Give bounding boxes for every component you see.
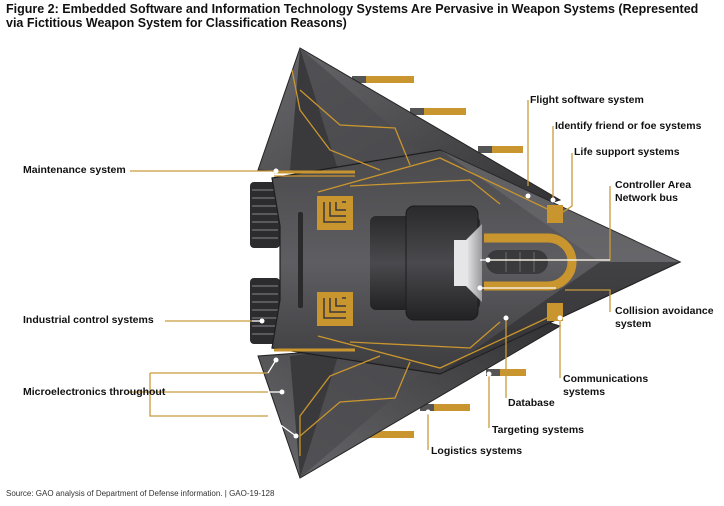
label-microelectronics: Microelectronics throughout <box>23 386 166 398</box>
leader-dots <box>259 168 563 439</box>
iff-module <box>547 205 563 223</box>
rear-exhausts <box>250 182 280 344</box>
label-flight-software: Flight software system <box>530 94 644 106</box>
gold-u-tube <box>484 233 577 291</box>
chip-lower <box>317 292 353 326</box>
body-slot <box>298 212 303 308</box>
label-life-support: Life support systems <box>574 146 680 158</box>
label-logistics: Logistics systems <box>431 445 523 457</box>
label-maintenance: Maintenance system <box>23 164 126 176</box>
label-industrial-control: Industrial control systems <box>23 314 154 326</box>
figure-title: Figure 2: Embedded Software and Informat… <box>6 2 699 30</box>
label-collision-line1: Collision avoidance <box>615 305 714 317</box>
source-note: Source: GAO analysis of Department of De… <box>6 489 275 498</box>
label-comms-line1: Communications <box>563 373 649 385</box>
central-tank <box>370 205 482 321</box>
label-database: Database <box>508 397 555 409</box>
label-can-bus-line2: Network bus <box>615 192 679 204</box>
label-can-bus-line1: Controller Area <box>615 179 692 191</box>
white-leaders <box>252 259 610 437</box>
chip-upper <box>317 196 353 230</box>
label-comms-line2: systems <box>563 386 606 398</box>
top-rods <box>352 76 523 153</box>
label-iff: Identify friend or foe systems <box>555 120 702 132</box>
circuit-traces <box>274 69 561 456</box>
label-targeting: Targeting systems <box>492 424 585 436</box>
label-collision-line2: system <box>615 318 652 330</box>
